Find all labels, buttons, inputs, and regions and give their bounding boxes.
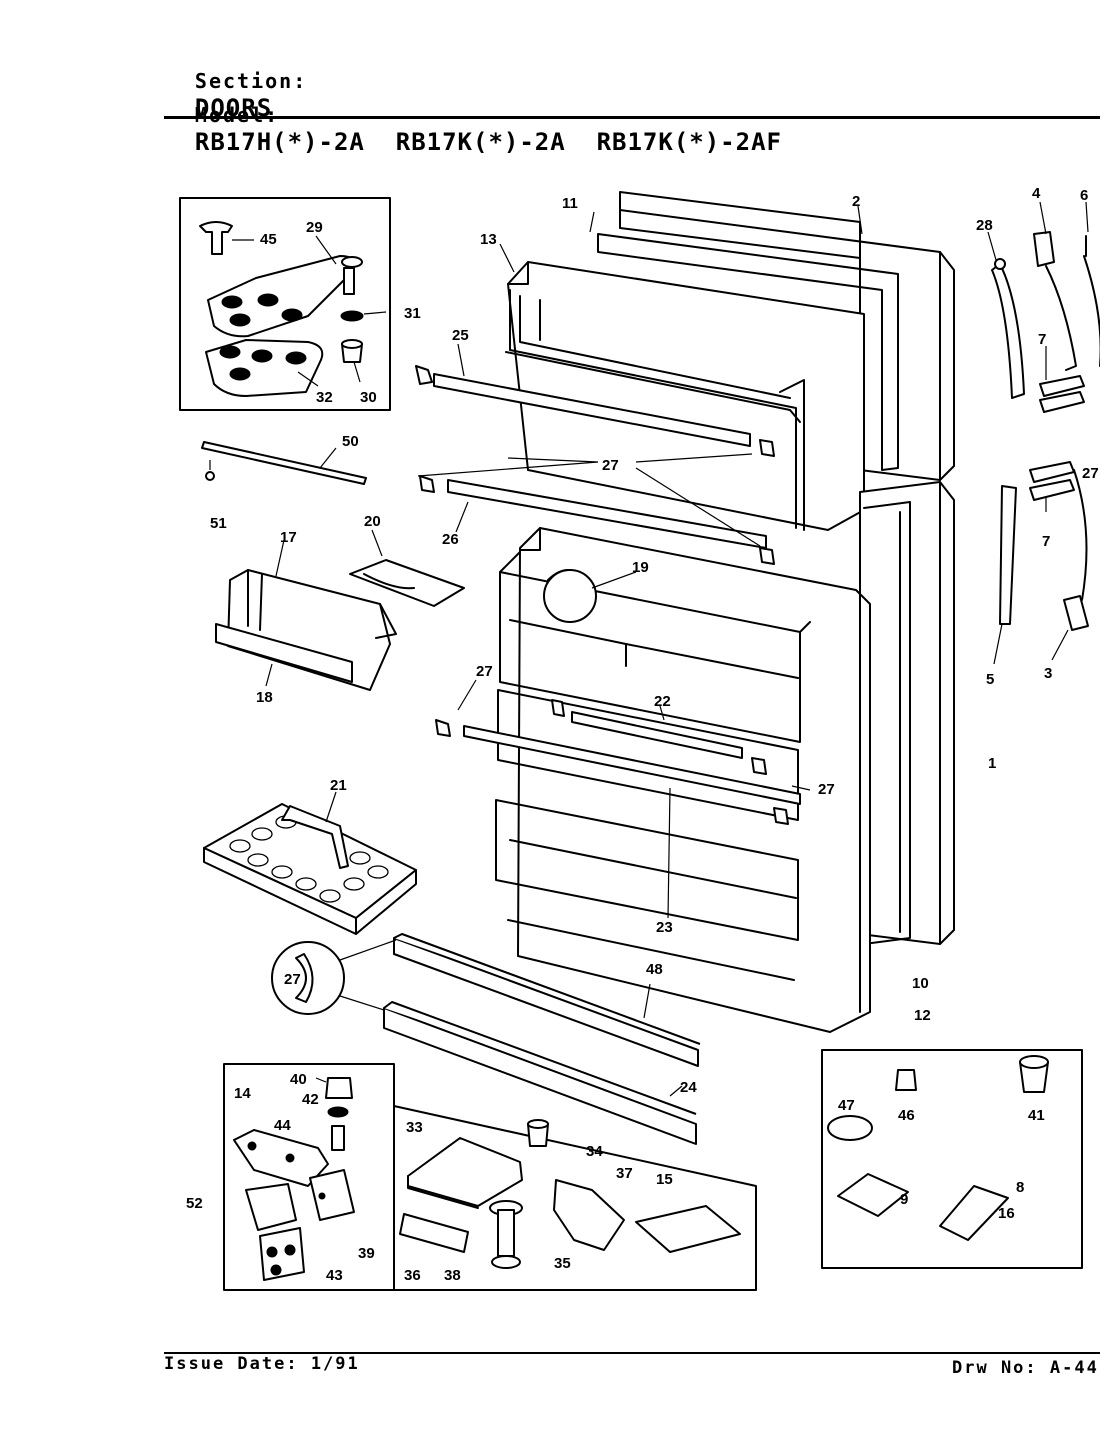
callout-51: 51: [210, 515, 227, 532]
callout-27a: 27: [602, 457, 619, 474]
callout-3: 3: [1044, 665, 1052, 682]
callout-20: 20: [364, 513, 381, 530]
part-21-egg-tray: [203, 791, 417, 935]
callout-30: 30: [360, 389, 377, 406]
footer-rule: [164, 1352, 1100, 1354]
callout-2: 2: [852, 193, 860, 210]
hinge-inset-box: [179, 197, 391, 411]
callout-52: 52: [186, 1195, 203, 1212]
callout-27b: 27: [476, 663, 493, 680]
part-17-dairy-bin: [215, 539, 397, 691]
callout-28: 28: [976, 217, 993, 234]
part-50-bar: [201, 441, 367, 485]
callout-36: 36: [404, 1267, 421, 1284]
callout-50: 50: [342, 433, 359, 450]
callout-7b: 7: [1042, 533, 1050, 550]
callout-18: 18: [256, 689, 273, 706]
issue-date: Issue Date: 1/91: [164, 1354, 360, 1374]
callout-17: 17: [280, 529, 297, 546]
callout-6: 6: [1080, 187, 1088, 204]
callout-47: 47: [838, 1097, 855, 1114]
callout-44: 44: [274, 1117, 291, 1134]
callout-32: 32: [316, 389, 333, 406]
section-heading: Section: DOORS: [164, 38, 307, 122]
callout-31: 31: [404, 305, 421, 322]
header-rule: [164, 116, 1100, 119]
callout-23: 23: [656, 919, 673, 936]
callout-12: 12: [914, 1007, 931, 1024]
callout-13: 13: [480, 231, 497, 248]
callout-8: 8: [1016, 1179, 1024, 1196]
callout-7a: 7: [1038, 331, 1046, 348]
callout-48: 48: [646, 961, 663, 978]
model-value: RB17H(*)-2A RB17K(*)-2A RB17K(*)-2AF: [194, 128, 782, 156]
callout-41: 41: [1028, 1107, 1045, 1124]
callout-34: 34: [586, 1143, 603, 1160]
drawing-number: Drw No: A-44: [952, 1358, 1099, 1378]
callout-35: 35: [554, 1255, 571, 1272]
callout-39: 39: [358, 1245, 375, 1262]
callout-9: 9: [900, 1191, 908, 1208]
callout-45: 45: [260, 231, 277, 248]
callout-19: 19: [632, 559, 649, 576]
callout-14: 14: [234, 1085, 251, 1102]
model-heading: Model: RB17H(*)-2A RB17K(*)-2A RB17K(*)-…: [164, 72, 782, 156]
callout-26: 26: [442, 531, 459, 548]
callout-42: 42: [302, 1091, 319, 1108]
callout-33: 33: [406, 1119, 423, 1136]
fresh-food-door: [435, 481, 955, 1033]
callout-22: 22: [654, 693, 671, 710]
callout-27e: 27: [1082, 465, 1099, 482]
bottom-hinge-inset: [223, 1063, 757, 1291]
callout-40: 40: [290, 1071, 307, 1088]
part-20-cover: [349, 529, 465, 607]
callout-1: 1: [988, 755, 996, 772]
callout-43: 43: [326, 1267, 343, 1284]
door-handles: [271, 933, 701, 1145]
section-label: Section:: [194, 69, 308, 93]
freezer-door-outer: [415, 191, 955, 565]
callout-46: 46: [898, 1107, 915, 1124]
callout-25: 25: [452, 327, 469, 344]
callout-5: 5: [986, 671, 994, 688]
callout-labels: 1 2 3 4 5 6 7 7 8 9 10 11 12 13 14 15 16…: [186, 185, 1099, 1284]
callout-15: 15: [656, 1171, 673, 1188]
callout-24: 24: [680, 1079, 697, 1096]
callout-10: 10: [912, 975, 929, 992]
callout-27c: 27: [818, 781, 835, 798]
callout-38: 38: [444, 1267, 461, 1284]
callout-37: 37: [616, 1165, 633, 1182]
model-label: Model:: [194, 103, 280, 127]
small-parts-inset: [821, 1049, 1083, 1269]
hinge-arms: [987, 201, 1100, 665]
callout-29: 29: [306, 219, 323, 236]
callout-4: 4: [1032, 185, 1041, 202]
callout-11: 11: [562, 195, 578, 212]
callout-16: 16: [998, 1205, 1015, 1222]
callout-27d: 27: [284, 971, 301, 988]
callout-21: 21: [330, 777, 347, 794]
